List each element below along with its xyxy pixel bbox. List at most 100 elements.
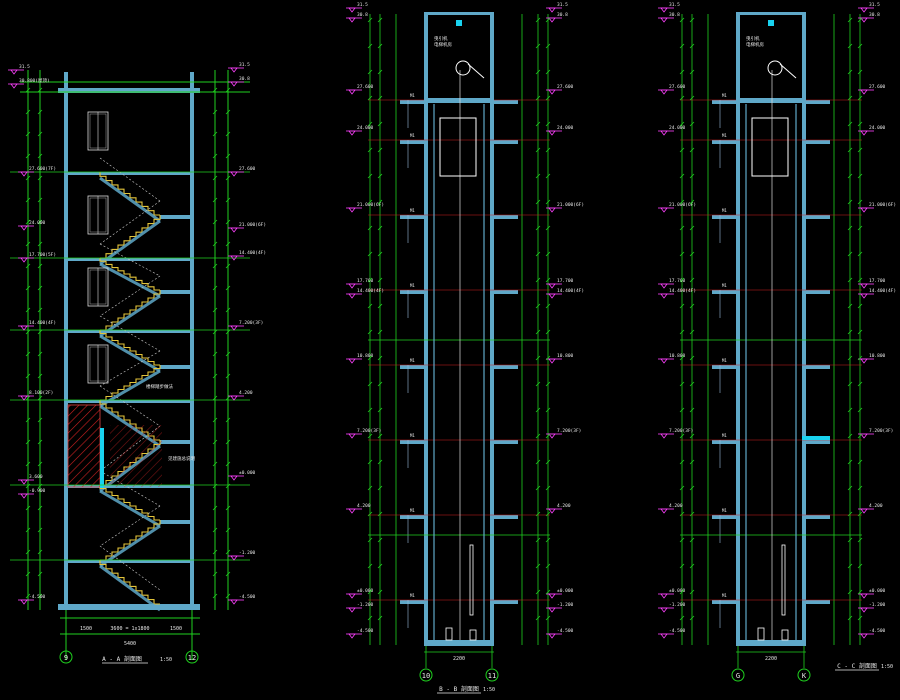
bb-tick: [545, 17, 551, 23]
aa-tick: [225, 153, 231, 159]
aa-landing-2: [160, 365, 190, 369]
aa-slab-2: [68, 330, 190, 333]
cc-tick: [679, 615, 685, 621]
bb-slab-right-3: [490, 290, 518, 294]
cc-tick: [679, 43, 685, 49]
bb-tick: [377, 17, 383, 23]
aa-level-lines: [10, 171, 250, 561]
cc-tick: [689, 43, 695, 49]
bb-left-level-12: -4.500: [357, 628, 374, 634]
bb-hook-icon: [456, 20, 462, 26]
bb-tick: [367, 121, 373, 127]
cc-right-level-6: 14.400(4F): [869, 288, 896, 294]
cc-tick: [857, 615, 863, 621]
aa-window-inner-1: [89, 197, 107, 233]
aa-stair-rail-3: [99, 275, 161, 317]
bb-tick: [377, 147, 383, 153]
bb-tick: [367, 303, 373, 309]
cc-right-level-0: 31.5: [869, 2, 880, 8]
bb-tick: [535, 225, 541, 231]
aa-tick: [212, 307, 218, 313]
cc-slab-right-6: [802, 515, 830, 519]
cc-tick: [847, 147, 853, 153]
aa-note-2: 见建施总说明: [168, 455, 195, 462]
aa-title: A - A 剖面图: [102, 655, 142, 663]
aa-stair-rail-2: [99, 243, 161, 277]
bb-tick: [367, 537, 373, 543]
aa-tick: [25, 439, 31, 445]
aa-tick: [25, 483, 31, 489]
cc-tick: [857, 485, 863, 491]
cc-door-tag-2: M1: [722, 208, 727, 213]
aa-tick: [225, 241, 231, 247]
cc-tick: [847, 277, 853, 283]
aa-right-level-2: 27.600: [239, 166, 256, 172]
bb-tick: [377, 43, 383, 49]
aa-tick: [225, 87, 231, 93]
cc-right-level-5: 17.700: [869, 278, 886, 284]
bb-tick: [367, 459, 373, 465]
bb-dim-bottom: 2200: [453, 656, 465, 662]
aa-right-level-1: 30.8: [239, 76, 250, 82]
bb-left-level-5: 17.700: [357, 278, 374, 284]
bb-tick: [545, 95, 551, 101]
cc-wall-right: [802, 12, 806, 640]
aa-right-level-6: 4.200: [239, 390, 253, 396]
aa-tick: [25, 87, 31, 93]
aa-tick: [37, 307, 43, 313]
bb-right-level-6: 14.400(4F): [557, 288, 584, 294]
cc-elevator-car: [751, 117, 789, 177]
cc-left-level-7: 10.800: [669, 353, 686, 359]
bb-right-level-9: 4.200: [557, 503, 571, 509]
bb-tick: [367, 69, 373, 75]
bb-slab-right-5: [490, 440, 518, 444]
bb-slab-right-2: [490, 215, 518, 219]
bb-tick: [377, 511, 383, 517]
aa-tick: [25, 329, 31, 335]
cc-tick: [679, 459, 685, 465]
aa-stair-rail-0: [99, 157, 161, 202]
aa-tick: [25, 571, 31, 577]
bb-right-level-3: 24.000: [557, 125, 574, 131]
bb-left-level-8: 7.200(3F): [357, 428, 381, 434]
bb-tick: [377, 407, 383, 413]
aa-stair-flight-9: [100, 520, 161, 561]
bb-door-tag-3: M1: [410, 283, 415, 288]
aa-tick: [212, 285, 218, 291]
bb-right-level-11: -1.200: [557, 602, 574, 608]
aa-tick: [37, 461, 43, 467]
bb-tick: [377, 95, 383, 101]
bb-tick: [535, 563, 541, 569]
aa-slab-5: [68, 560, 190, 563]
cc-tick: [857, 17, 863, 23]
cc-tick: [847, 563, 853, 569]
aa-tick: [225, 571, 231, 577]
aa-windows: [87, 111, 109, 384]
cc-tick: [689, 615, 695, 621]
aa-tick: [25, 197, 31, 203]
aa-tick: [37, 285, 43, 291]
cc-tick: [847, 589, 853, 595]
cc-right-level-9: 4.200: [869, 503, 883, 509]
aa-tick: [37, 329, 43, 335]
cc-right-level-8: 7.200(3F): [869, 428, 893, 434]
aa-tick: [212, 351, 218, 357]
bb-tick: [545, 199, 551, 205]
aa-axis-bubble-left: [59, 650, 73, 664]
aa-tick: [37, 571, 43, 577]
aa-tick: [212, 417, 218, 423]
bb-tick: [535, 537, 541, 543]
aa-tick: [212, 109, 218, 115]
aa-wall-right: [190, 88, 194, 608]
bb-left-level-10: ±0.000: [357, 588, 374, 594]
bb-tick: [367, 511, 373, 517]
cc-axis-right: K: [802, 672, 807, 680]
cc-tick: [857, 95, 863, 101]
cc-left-level-8: 7.200(3F): [669, 428, 693, 434]
cc-tick: [689, 69, 695, 75]
cc-tick: [847, 459, 853, 465]
aa-top-level-1: 30.800(屋顶): [19, 78, 50, 84]
cc-tick: [857, 121, 863, 127]
